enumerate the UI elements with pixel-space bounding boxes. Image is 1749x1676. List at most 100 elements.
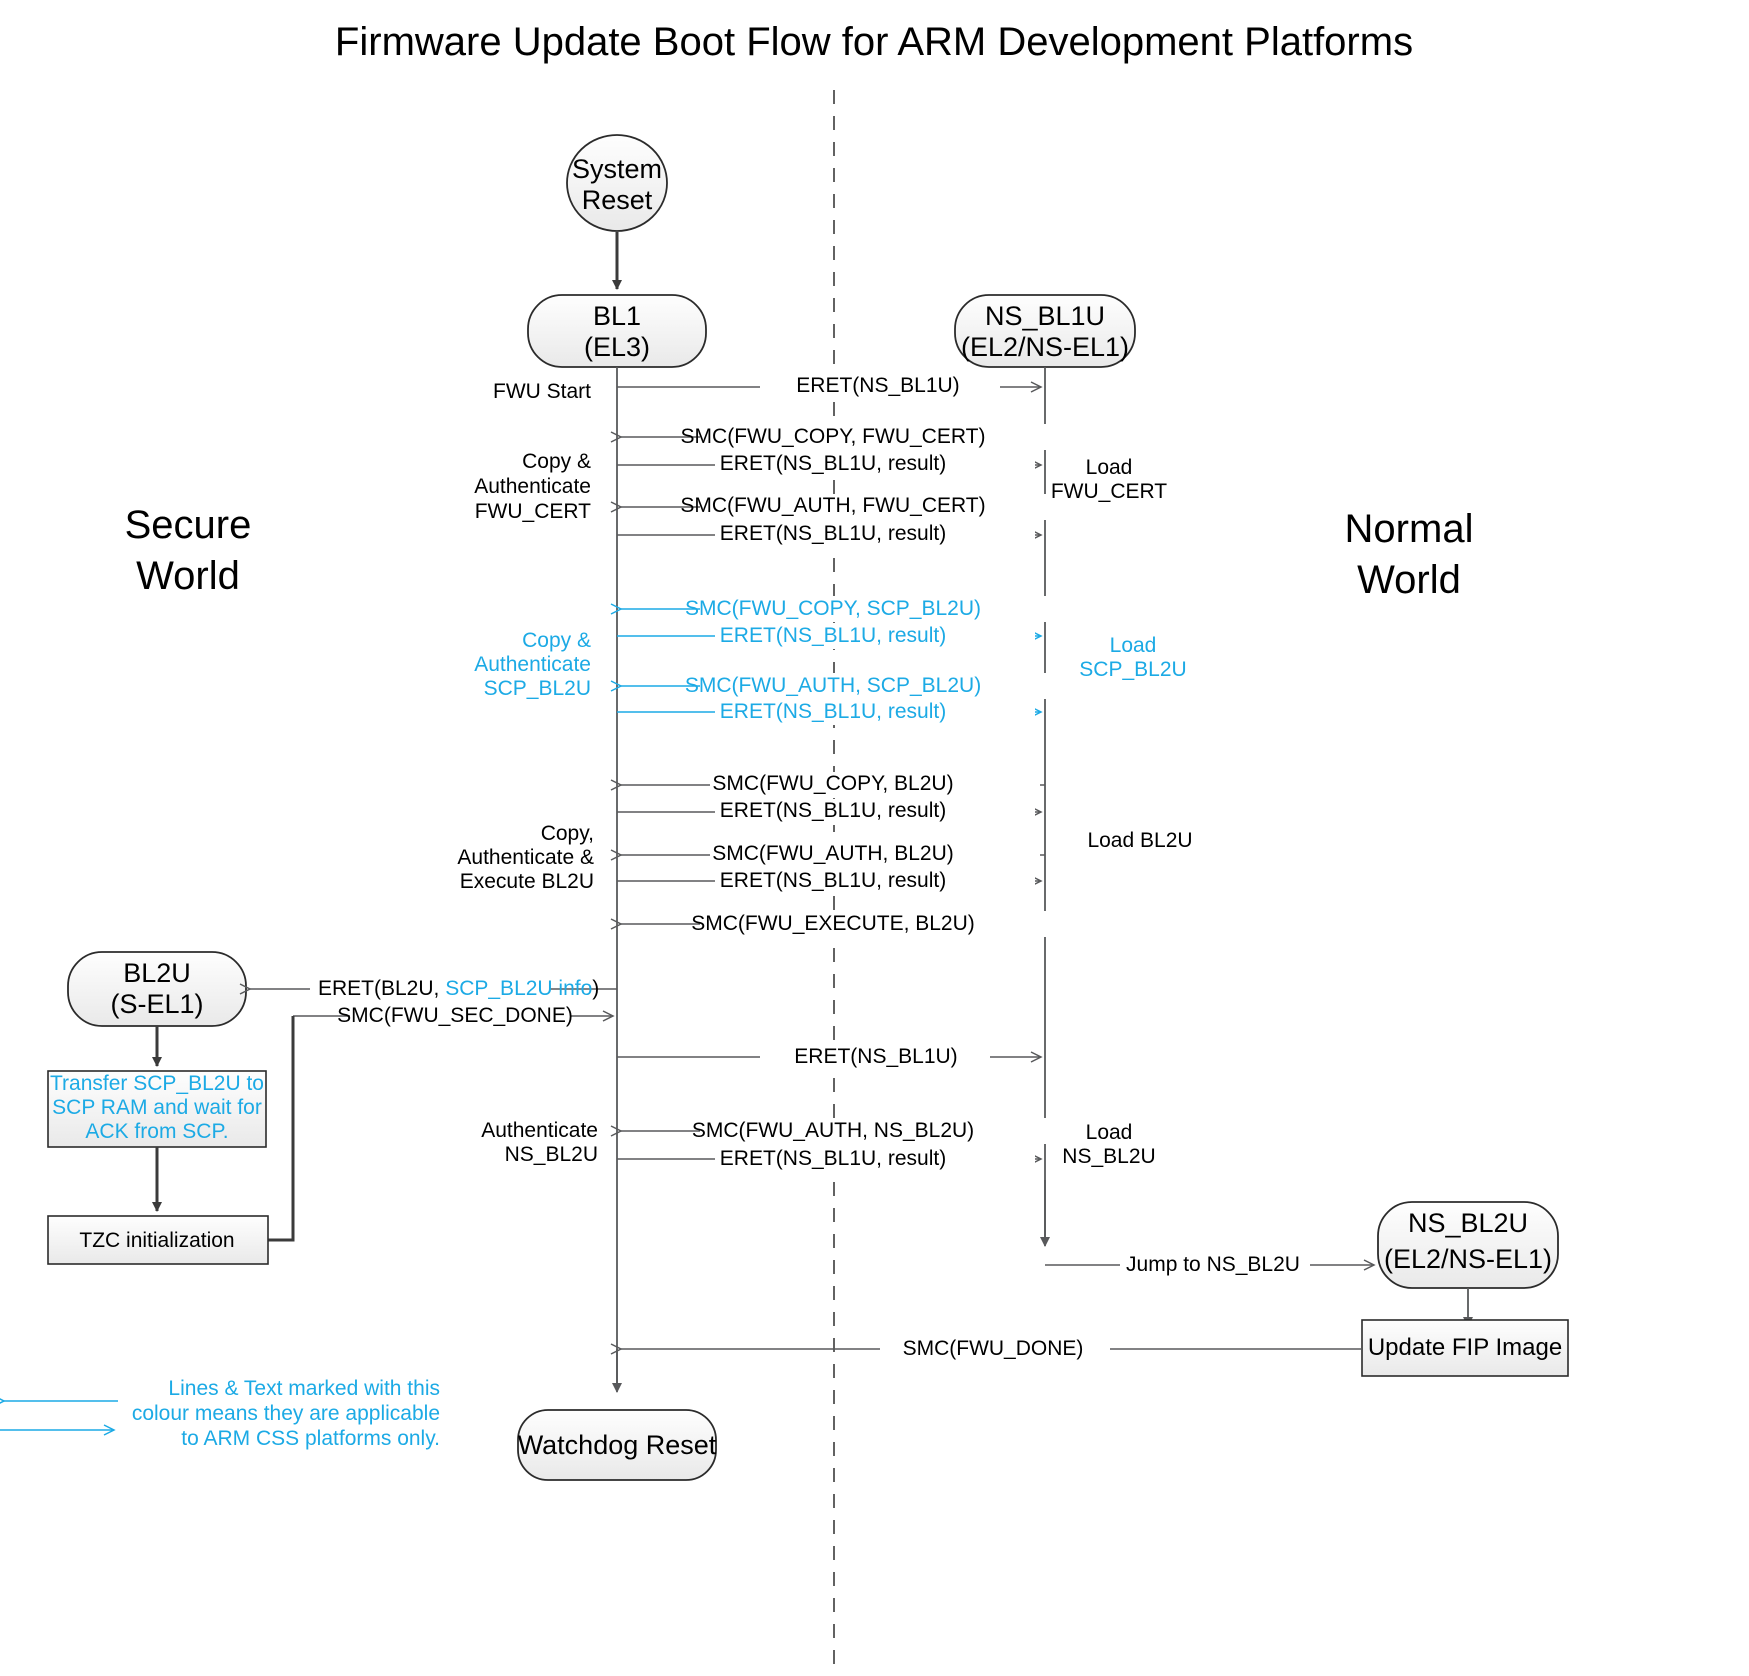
message-m4-label: SMC(FWU_AUTH, FWU_CERT): [680, 494, 985, 517]
message-m11: ERET(NS_BL1U, result): [617, 799, 1043, 825]
message-m15-label: SMC(FWU_SEC_DONE): [337, 1004, 573, 1027]
message-m1-label: ERET(NS_BL1U): [796, 374, 959, 397]
message-m14: SMC(FWU_EXECUTE, BL2U): [610, 911, 1050, 937]
message-m7-label: ERET(NS_BL1U, result): [720, 624, 946, 647]
node-ns-bl1u[interactable]: NS_BL1U (EL2/NS-EL1): [954, 294, 1136, 368]
annotation-a3-line2: Authenticate: [474, 653, 591, 676]
annotation-a3-line3: SCP_BL2U: [484, 677, 591, 700]
message-m5: ERET(NS_BL1U, result): [617, 522, 1043, 548]
system-reset-line2: Reset: [582, 185, 653, 215]
annotation-fwu-start: FWU Start: [493, 380, 591, 403]
eret-bl2u-part3: ): [592, 977, 599, 1000]
message-m9: ERET(NS_BL1U, result): [617, 699, 1043, 725]
annotation-a4-line1: Copy,: [541, 822, 594, 845]
message-m17-label: SMC(FWU_AUTH, NS_BL2U): [692, 1119, 974, 1142]
secure-world-line2: World: [136, 554, 240, 598]
watchdog-reset-label: Watchdog Reset: [518, 1430, 717, 1460]
annotation-a1-line1: FWU Start: [493, 380, 591, 403]
message-m12: SMC(FWU_AUTH, BL2U): [610, 842, 1045, 868]
node-watchdog-reset[interactable]: Watchdog Reset: [517, 1409, 717, 1481]
ns-bl2u-line2: (EL2/NS-EL1): [1384, 1244, 1552, 1274]
node-bl2u[interactable]: BL2U (S-EL1): [67, 951, 247, 1027]
annotation-r3-line1: Load BL2U: [1087, 829, 1192, 852]
bl2u-line1: BL2U: [123, 958, 191, 988]
transfer-line3: ACK from SCP.: [85, 1120, 228, 1143]
bl1-line1: BL1: [593, 301, 641, 331]
transfer-line1: Transfer SCP_BL2U to: [50, 1072, 264, 1095]
annotation-load-fwucert: Load FWU_CERT: [1051, 456, 1167, 503]
legend-line3: to ARM CSS platforms only.: [181, 1427, 440, 1450]
box-update-fip-image[interactable]: Update FIP Image: [1361, 1319, 1569, 1377]
message-m13: ERET(NS_BL1U, result): [617, 868, 1043, 894]
box-transfer-scp-bl2u[interactable]: Transfer SCP_BL2U to SCP RAM and wait fo…: [47, 1070, 267, 1148]
message-m5-label: ERET(NS_BL1U, result): [720, 522, 946, 545]
message-m2: SMC(FWU_COPY, FWU_CERT): [610, 424, 1060, 450]
annotation-a4-line3: Execute BL2U: [460, 870, 594, 893]
annotation-r2-line1: Load: [1110, 634, 1157, 657]
message-m10: SMC(FWU_COPY, BL2U): [610, 772, 1045, 798]
node-ns-bl2u[interactable]: NS_BL2U (EL2/NS-EL1): [1377, 1201, 1559, 1289]
annotation-load-bl2u: Load BL2U: [1087, 829, 1192, 852]
message-m20: SMC(FWU_DONE): [610, 1336, 1362, 1362]
message-m11-label: ERET(NS_BL1U, result): [720, 799, 946, 822]
annotation-r2-line2: SCP_BL2U: [1079, 658, 1186, 681]
bl2u-line2: (S-EL1): [110, 989, 203, 1019]
message-m20-label: SMC(FWU_DONE): [903, 1337, 1084, 1360]
message-m12-label: SMC(FWU_AUTH, BL2U): [712, 842, 954, 865]
message-m18-label: ERET(NS_BL1U, result): [720, 1147, 946, 1170]
ns-bl2u-line1: NS_BL2U: [1408, 1208, 1528, 1238]
message-m8: SMC(FWU_AUTH, SCP_BL2U): [610, 673, 1060, 699]
normal-world-line1: Normal: [1345, 507, 1474, 551]
message-m8-label: SMC(FWU_AUTH, SCP_BL2U): [685, 674, 981, 697]
message-m16-label: ERET(NS_BL1U): [794, 1045, 957, 1068]
annotation-r1-line1: Load: [1086, 456, 1133, 479]
annotation-a4-line2: Authenticate &: [457, 846, 594, 869]
annotation-authenticate-nsbl2u: Authenticate NS_BL2U: [481, 1119, 598, 1166]
annotation-r4-line2: NS_BL2U: [1062, 1145, 1155, 1168]
box-tzc-initialization[interactable]: TZC initialization: [47, 1215, 269, 1265]
eret-bl2u-part1: ERET(BL2U,: [318, 977, 445, 1000]
normal-world-line2: World: [1357, 558, 1461, 602]
message-m2-label: SMC(FWU_COPY, FWU_CERT): [681, 425, 986, 448]
annotation-a2-line2: Authenticate: [474, 475, 591, 498]
eret-bl2u-label: ERET(BL2U, SCP_BL2U info): [318, 977, 599, 1000]
annotation-a5-line1: Authenticate: [481, 1119, 598, 1142]
annotation-r1-line2: FWU_CERT: [1051, 480, 1167, 503]
message-m10-label: SMC(FWU_COPY, BL2U): [712, 772, 953, 795]
legend-line2: colour means they are applicable: [132, 1402, 440, 1425]
edge-tzc-to-secdone: [268, 1016, 295, 1242]
secure-world-line1: Secure: [125, 503, 252, 547]
message-m16: ERET(NS_BL1U): [617, 1044, 1043, 1070]
message-m6: SMC(FWU_COPY, SCP_BL2U): [610, 596, 1060, 622]
annotation-a5-line2: NS_BL2U: [505, 1143, 598, 1166]
annotation-copy-auth-fwucert: Copy & Authenticate FWU_CERT: [474, 450, 591, 523]
node-system-reset[interactable]: System Reset: [566, 134, 668, 232]
message-m17: SMC(FWU_AUTH, NS_BL2U): [610, 1118, 1050, 1144]
annotation-load-scpbl2u: Load SCP_BL2U: [1079, 634, 1186, 681]
message-m3-label: ERET(NS_BL1U, result): [720, 452, 946, 475]
eret-bl2u-part2: SCP_BL2U info: [445, 977, 592, 1000]
ns-bl1u-line1: NS_BL1U: [985, 301, 1105, 331]
message-m4: SMC(FWU_AUTH, FWU_CERT): [610, 494, 1060, 520]
message-m9-label: ERET(NS_BL1U, result): [720, 700, 946, 723]
bl1-line2: (EL3): [584, 332, 650, 362]
normal-world-label: Normal World: [1345, 507, 1474, 602]
system-reset-line1: System: [572, 154, 662, 184]
update-fip-label: Update FIP Image: [1368, 1334, 1562, 1361]
node-bl1[interactable]: BL1 (EL3): [527, 294, 707, 368]
annotation-copy-auth-scpbl2u: Copy & Authenticate SCP_BL2U: [474, 629, 591, 700]
message-eret-bl2u: ERET(BL2U, SCP_BL2U info): [239, 976, 617, 1002]
annotation-copy-auth-exec-bl2u: Copy, Authenticate & Execute BL2U: [457, 822, 594, 893]
message-m15: SMC(FWU_SEC_DONE): [293, 1003, 615, 1029]
transfer-line2: SCP RAM and wait for: [52, 1096, 262, 1119]
message-m19: Jump to NS_BL2U: [1045, 1252, 1376, 1278]
tzc-init-label: TZC initialization: [79, 1229, 234, 1252]
annotation-load-nsbl2u: Load NS_BL2U: [1062, 1121, 1155, 1168]
message-m19-label: Jump to NS_BL2U: [1126, 1253, 1300, 1276]
message-m1: ERET(NS_BL1U): [617, 374, 1043, 400]
message-m18: ERET(NS_BL1U, result): [617, 1146, 1043, 1172]
message-m13-label: ERET(NS_BL1U, result): [720, 869, 946, 892]
annotation-a3-line1: Copy &: [522, 629, 591, 652]
page-title: Firmware Update Boot Flow for ARM Develo…: [335, 20, 1413, 64]
